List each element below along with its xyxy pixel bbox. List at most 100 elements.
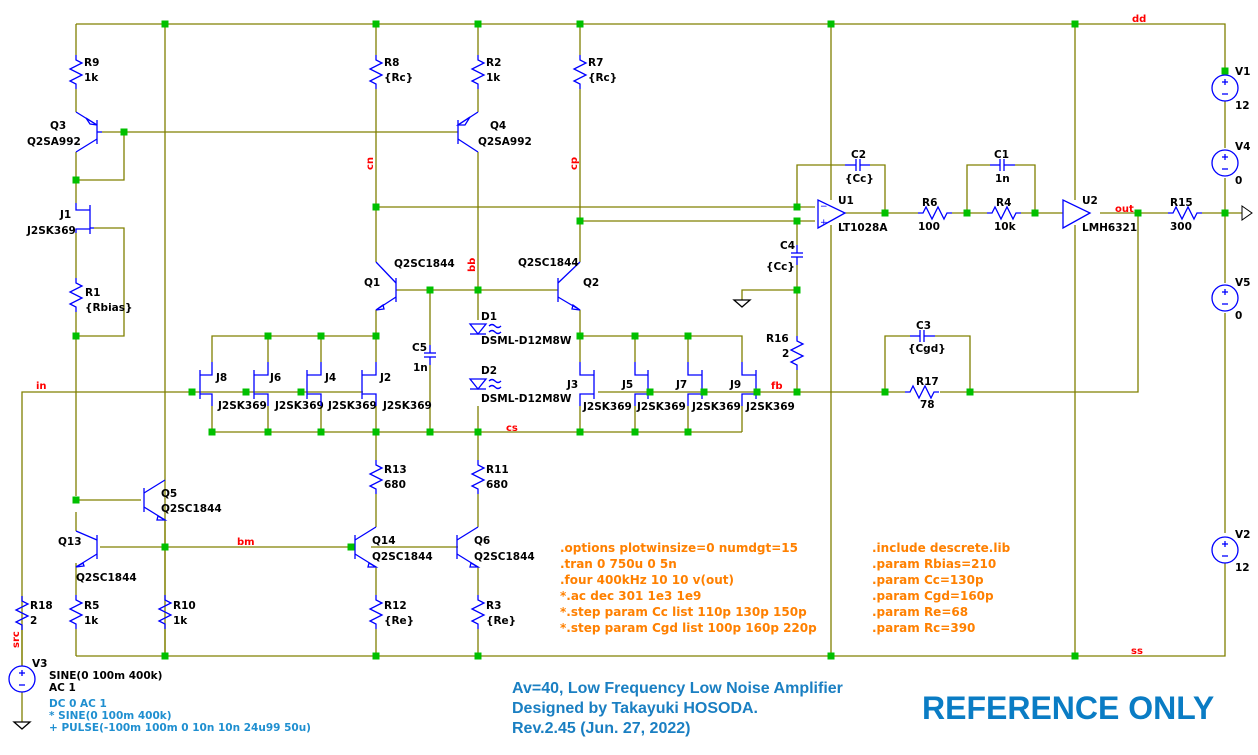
svg-text:Q2: Q2 xyxy=(583,277,599,289)
svg-text:R7: R7 xyxy=(588,57,603,69)
svg-text:J2SK369: J2SK369 xyxy=(691,401,741,413)
svg-text:R15: R15 xyxy=(1170,197,1193,209)
svg-text:AC 1: AC 1 xyxy=(49,682,76,694)
capacitor-C3[interactable]: C3{Cgd} xyxy=(908,320,946,355)
net-label-bm: bm xyxy=(237,537,255,548)
junction-dot xyxy=(317,332,325,340)
svg-text:J2SK369: J2SK369 xyxy=(582,401,632,413)
svg-text:100: 100 xyxy=(918,221,940,233)
svg-text:LT1028A: LT1028A xyxy=(838,222,888,234)
junction-dot xyxy=(576,20,584,28)
source-V5[interactable]: V50 xyxy=(1211,277,1250,322)
junction-dot xyxy=(753,388,761,396)
junction-dot xyxy=(372,652,380,660)
svg-text:{Rbias}: {Rbias} xyxy=(85,302,133,314)
svg-text:{Re}: {Re} xyxy=(384,615,414,627)
junction-dot xyxy=(963,209,971,217)
svg-text:*.step param Cgd list 100p 160: *.step param Cgd list 100p 160p 220p xyxy=(560,621,817,635)
net-label-in: in xyxy=(36,381,47,392)
junction-dot xyxy=(827,652,835,660)
junction-dot xyxy=(827,20,835,28)
svg-text:R5: R5 xyxy=(84,600,99,612)
junction-dot xyxy=(161,543,169,551)
svg-text:R9: R9 xyxy=(84,57,99,69)
svg-text:V5: V5 xyxy=(1235,277,1250,289)
svg-text:−: − xyxy=(820,202,828,212)
svg-text:Rev.2.45 (Jun. 27, 2022): Rev.2.45 (Jun. 27, 2022) xyxy=(512,720,690,737)
svg-text:V3: V3 xyxy=(32,658,47,670)
output-port-icon[interactable] xyxy=(1241,205,1253,221)
svg-text:C1: C1 xyxy=(994,149,1009,161)
junction-dot xyxy=(474,428,482,436)
junction-dot xyxy=(576,332,584,340)
junction-dot xyxy=(372,332,380,340)
svg-text:J2SK369: J2SK369 xyxy=(327,400,377,412)
svg-text:DC 0 AC 1: DC 0 AC 1 xyxy=(49,698,107,710)
resistor-R3[interactable]: R3{Re} xyxy=(471,594,516,630)
svg-text:R12: R12 xyxy=(384,600,407,612)
junction-dot xyxy=(684,332,692,340)
svg-text:J1: J1 xyxy=(59,209,71,221)
svg-text:R18: R18 xyxy=(30,600,53,612)
source-V4[interactable]: V40 xyxy=(1211,141,1250,187)
junction-dot xyxy=(881,388,889,396)
spice-directives-left[interactable]: .options plotwinsize=0 numdgt=15 .tran 0… xyxy=(560,541,817,635)
capacitor-C2[interactable]: C2{Cc} xyxy=(845,149,874,185)
svg-text:10k: 10k xyxy=(994,221,1017,233)
spice-directives-right[interactable]: .include descrete.lib .param Rbias=210 .… xyxy=(872,541,1011,635)
junction-dot xyxy=(793,203,801,211)
resistor-R7[interactable]: R7{Rc} xyxy=(573,54,617,90)
svg-text:V4: V4 xyxy=(1235,141,1250,153)
junction-dot xyxy=(1221,209,1229,217)
svg-text:U1: U1 xyxy=(838,195,854,207)
capacitor-C4[interactable]: C4{Cc} xyxy=(766,240,803,273)
svg-text:.tran 0 750u 0 5n: .tran 0 750u 0 5n xyxy=(560,557,677,571)
svg-text:R10: R10 xyxy=(173,600,196,612)
junction-dot xyxy=(72,176,80,184)
svg-text:C2: C2 xyxy=(851,149,866,161)
svg-text:{Rc}: {Rc} xyxy=(384,72,413,84)
resistor-R8[interactable]: R8{Rc} xyxy=(369,54,413,90)
resistor-R1[interactable]: R1{Rbias} xyxy=(69,277,133,314)
resistor-R12[interactable]: R12 {Re} xyxy=(369,594,414,630)
svg-text:J9: J9 xyxy=(729,379,741,391)
